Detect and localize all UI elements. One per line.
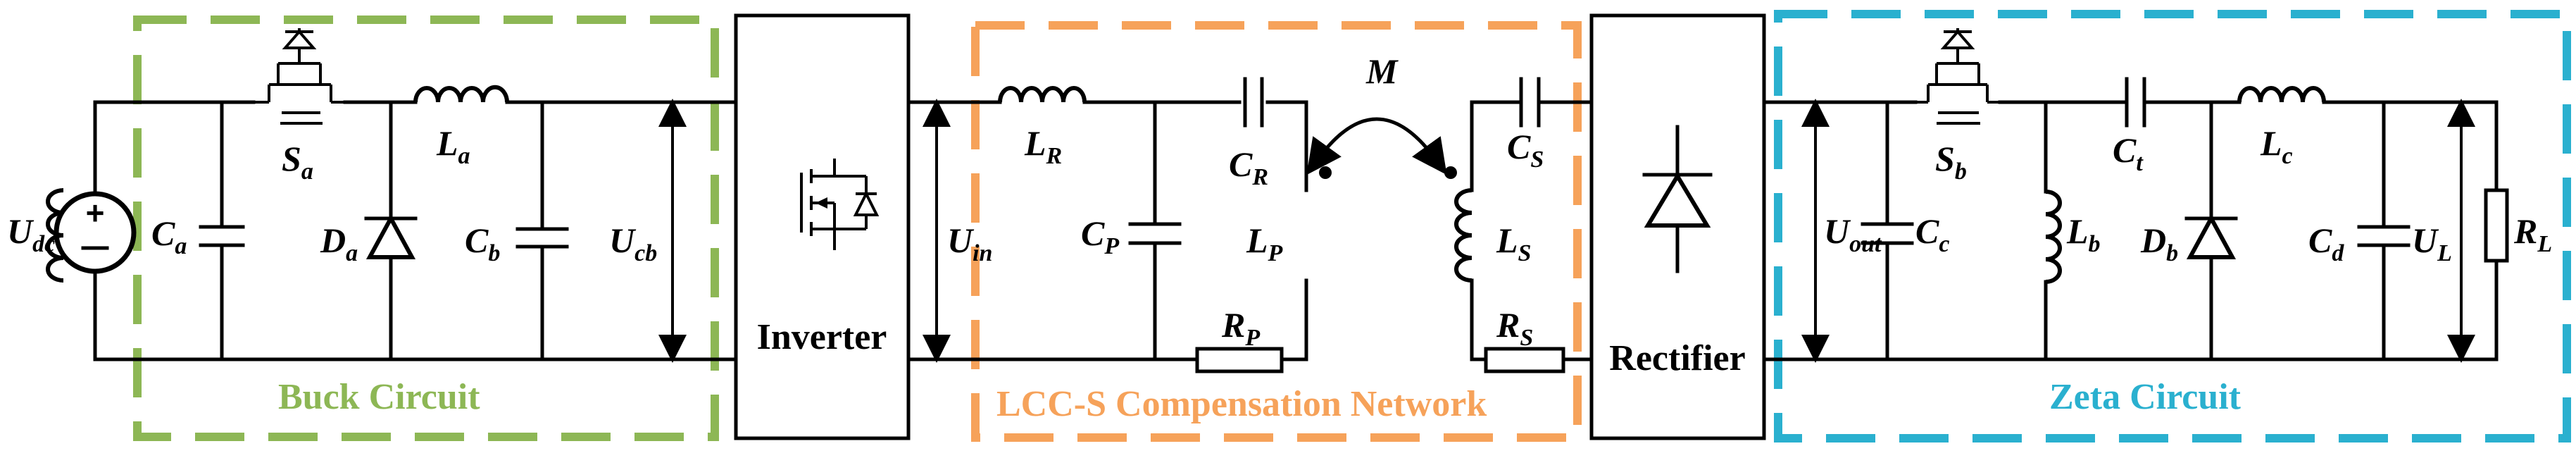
- lcc-region-box: [971, 21, 1582, 442]
- rp-resistor-icon: [1195, 347, 1284, 373]
- lp-label: LP: [1246, 221, 1283, 266]
- m-label: M: [1365, 51, 1399, 91]
- dc-source-plus: +: [86, 194, 105, 231]
- sa-label: Sa: [282, 139, 313, 185]
- lr-inductor-icon: [998, 86, 1087, 103]
- cr-label: CR: [1229, 144, 1268, 190]
- ul-label: UL: [2412, 221, 2452, 266]
- zeta-region-label: Zeta Circuit: [2049, 377, 2242, 417]
- rectifier-diode-icon: [1642, 125, 1713, 273]
- buck-region-box: [133, 16, 719, 441]
- rp-label: RP: [1221, 305, 1260, 351]
- rectifier-label: Rectifier: [1609, 338, 1745, 378]
- inverter-switch-icon: [800, 159, 880, 250]
- ls-coil-icon: [1454, 188, 1473, 283]
- da-label: Da: [320, 221, 358, 266]
- inverter-label: Inverter: [757, 317, 887, 357]
- rs-resistor-icon: [1484, 347, 1565, 373]
- lp-dot: [1319, 166, 1332, 179]
- db-diode-icon: [2186, 213, 2237, 259]
- buck-region-label: Buck Circuit: [278, 377, 480, 417]
- lb-inductor-icon: [2045, 190, 2062, 284]
- ca-label: Ca: [151, 213, 187, 259]
- la-label: La: [436, 123, 470, 169]
- uout-label: Uout: [1824, 211, 1882, 257]
- ct-label: Ct: [2113, 130, 2144, 176]
- lc-inductor-icon: [2237, 86, 2326, 103]
- cd-label: Cd: [2308, 221, 2344, 266]
- udc-label: Udc: [7, 211, 55, 257]
- rs-label: RS: [1496, 305, 1533, 351]
- rl-label: RL: [2513, 211, 2552, 257]
- mutual-inductance-arrow: [1306, 117, 1447, 175]
- cp-label: CP: [1081, 213, 1119, 259]
- lp-coil-icon: [46, 188, 64, 283]
- cs-label: CS: [1507, 127, 1544, 173]
- lcc-region-label: LCC-S Compensation Network: [996, 384, 1487, 424]
- sb-label: Sb: [1935, 139, 1967, 185]
- ucb-label: Ucb: [609, 221, 657, 266]
- uin-label: Uin: [947, 221, 992, 266]
- la-inductor-icon: [413, 85, 509, 103]
- cb-label: Cb: [465, 221, 500, 266]
- ls-dot: [1444, 166, 1457, 179]
- inverter-block: [734, 13, 911, 440]
- sa-switch-icon: [254, 28, 345, 125]
- da-diode-icon: [365, 213, 416, 259]
- zeta-region-box: [1774, 10, 2571, 442]
- cc-label: Cc: [1915, 211, 1949, 257]
- ls-label: LS: [1496, 221, 1531, 266]
- lb-label: Lb: [2066, 211, 2101, 257]
- db-label: Db: [2140, 221, 2178, 266]
- lc-label: Lc: [2260, 123, 2293, 169]
- lr-label: LR: [1024, 123, 1062, 169]
- rl-resistor-icon: [2484, 188, 2509, 263]
- sb-switch-icon: [1915, 28, 2000, 125]
